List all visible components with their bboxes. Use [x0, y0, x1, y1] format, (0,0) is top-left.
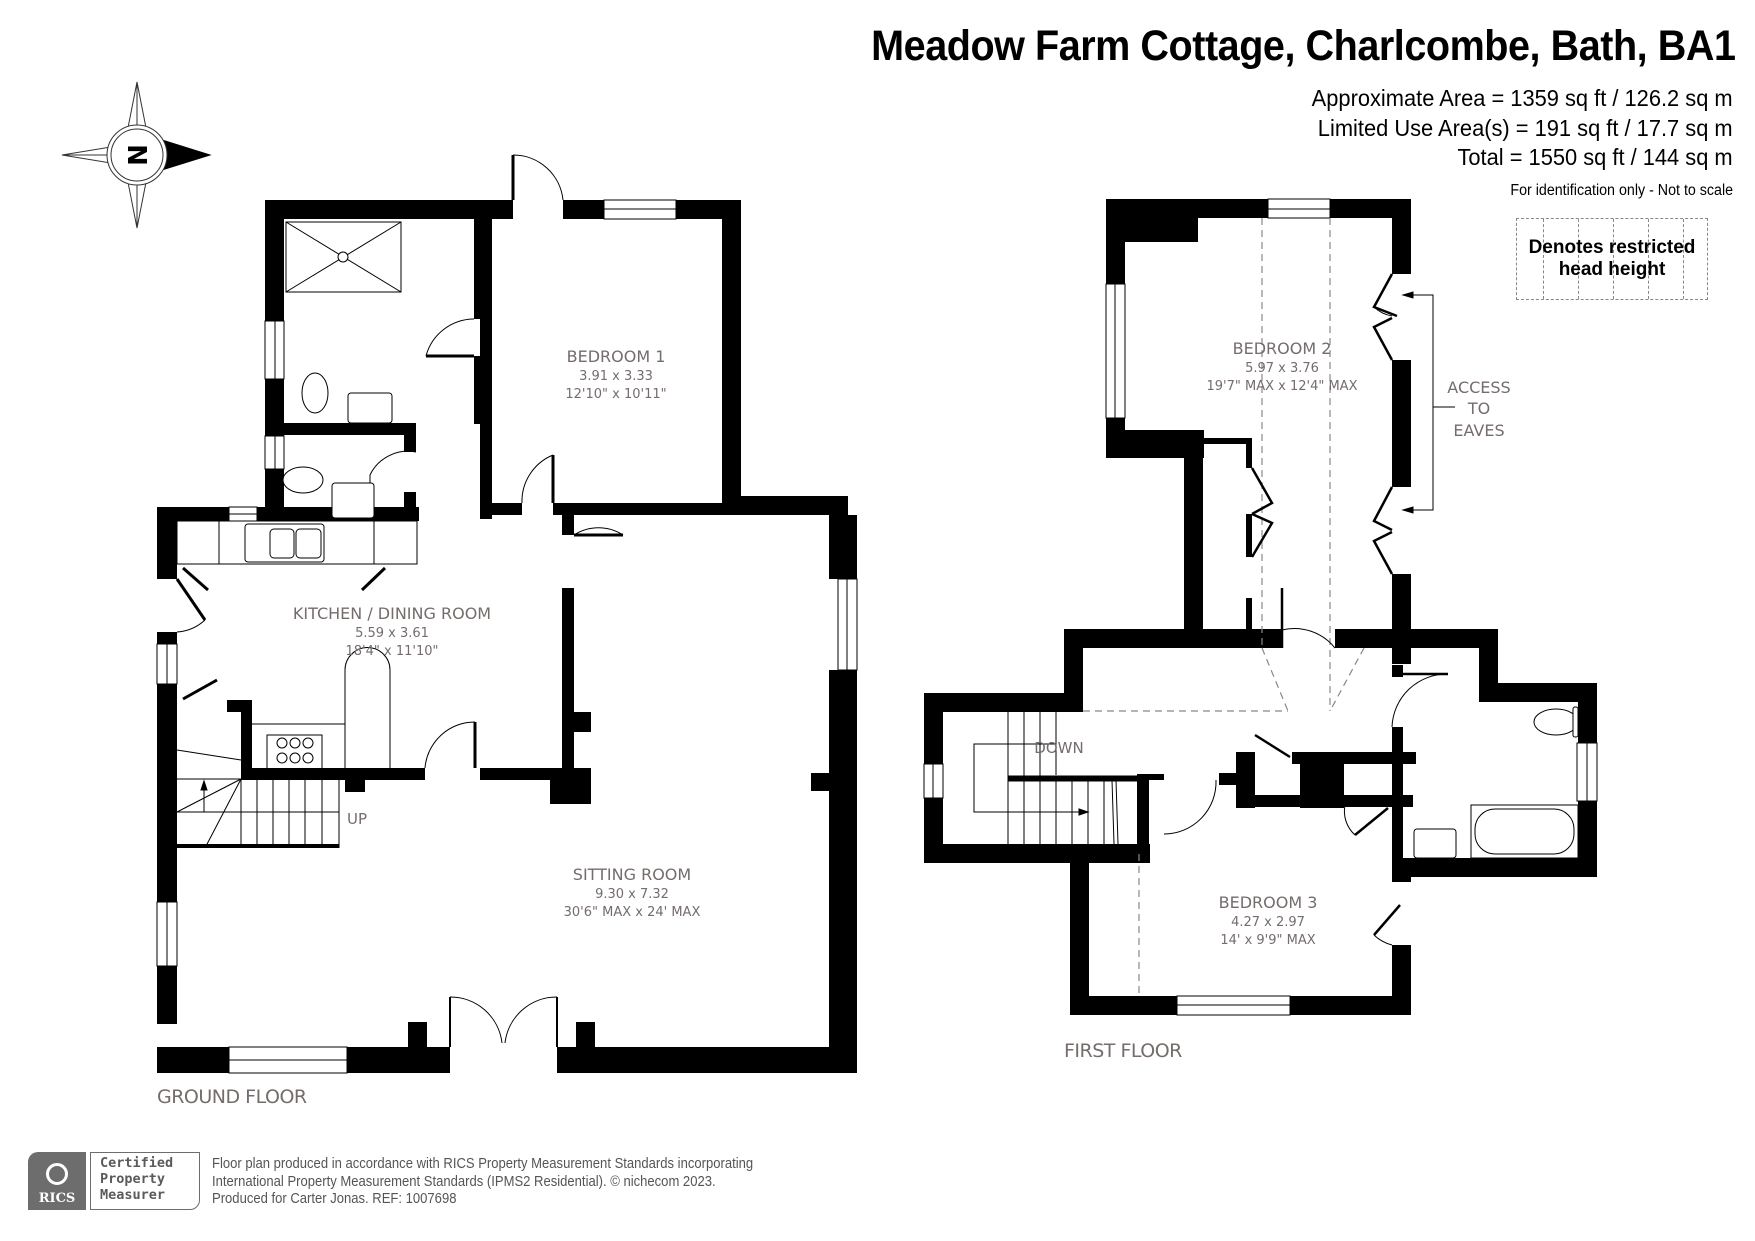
- sitting-room-name: SITTING ROOM: [573, 865, 691, 884]
- eaves-access-annotation: [1401, 291, 1455, 514]
- sink-icon: [244, 523, 325, 563]
- kitchen-imperial: 18'4" x 11'10": [346, 644, 439, 659]
- bedroom2-metric: 5.97 x 3.76: [1245, 361, 1319, 376]
- rics-lion-icon: [46, 1163, 68, 1185]
- sitting-room-metric: 9.30 x 7.32: [595, 887, 669, 902]
- kitchen-metric: 5.59 x 3.61: [355, 626, 429, 641]
- approximate-area: Approximate Area = 1359 sq ft / 126.2 sq…: [1312, 85, 1733, 111]
- limited-use-area: Limited Use Area(s) = 191 sq ft / 17.7 s…: [1318, 114, 1733, 141]
- first-floor-label: FIRST FLOOR: [1064, 1040, 1182, 1062]
- certified-measurer-badge: Certified Property Measurer: [90, 1152, 200, 1210]
- compass-rose-icon: N: [61, 81, 212, 229]
- eaves-line-2: TO: [1467, 399, 1490, 418]
- first-floor-stairs: [973, 712, 1138, 845]
- ground-floor-stairs: [176, 749, 340, 849]
- first-floor-doors: [1163, 273, 1449, 946]
- toilet-icon: [301, 372, 329, 414]
- ground-floor-labels: BEDROOM 1 3.91 x 3.33 12'10" x 10'11" KI…: [293, 347, 701, 920]
- basin-icon: [1413, 828, 1457, 859]
- stairs-down-label: DOWN: [1034, 739, 1083, 757]
- legend-line-1: Denotes restricted: [1528, 237, 1696, 258]
- bedroom3-name: BEDROOM 3: [1219, 893, 1318, 912]
- property-title: Meadow Farm Cottage, Charlcombe, Bath, B…: [870, 22, 1736, 70]
- toilet-icon: [1533, 708, 1579, 736]
- area-summary: Approximate Area = 1359 sq ft / 126.2 sq…: [1312, 84, 1733, 173]
- badge-line-3: Measurer: [100, 1187, 166, 1203]
- first-floor-labels: BEDROOM 2 5.97 x 3.76 19'7" MAX x 12'4" …: [1034, 339, 1510, 948]
- bedroom1-metric: 3.91 x 3.33: [579, 369, 653, 384]
- hob-icon: [266, 734, 323, 771]
- eaves-line-1: ACCESS: [1447, 378, 1510, 397]
- basin-icon: [331, 482, 375, 519]
- eaves-line-3: EAVES: [1453, 421, 1504, 440]
- ground-floor-walls: [157, 200, 857, 1073]
- bedroom2-imperial: 19'7" MAX x 12'4" MAX: [1207, 379, 1358, 394]
- ground-floor-doors: [175, 154, 624, 1047]
- footer-line-2: International Property Measurement Stand…: [212, 1173, 716, 1190]
- stairs-up-label: UP: [347, 810, 367, 828]
- total-area: Total = 1550 sq ft / 144 sq m: [1457, 144, 1733, 170]
- bedroom2-name: BEDROOM 2: [1233, 339, 1332, 358]
- kitchen-name: KITCHEN / DINING ROOM: [293, 604, 491, 623]
- footer-line-1: Floor plan produced in accordance with R…: [212, 1156, 754, 1172]
- footer: RICS Certified Property Measurer Floor p…: [28, 1152, 813, 1210]
- rics-org: RICS: [38, 1191, 76, 1206]
- badge-line-1: Certified: [100, 1155, 174, 1171]
- legend-line-2: head height: [1558, 259, 1666, 280]
- bedroom3-metric: 4.27 x 2.97: [1231, 915, 1305, 930]
- footer-line-3: Produced for Carter Jonas. REF: 1007698: [212, 1191, 457, 1207]
- basin-icon: [347, 392, 393, 424]
- restricted-height-lines: [1083, 218, 1365, 996]
- footer-statement: Floor plan produced in accordance with R…: [212, 1156, 753, 1209]
- bedroom1-imperial: 12'10" x 10'11": [565, 387, 666, 402]
- restricted-height-legend: Denotes restricted head height: [1516, 218, 1708, 300]
- scale-disclaimer: For identification only - Not to scale: [1510, 182, 1733, 199]
- sitting-room-imperial: 30'6" MAX x 24' MAX: [564, 905, 701, 920]
- badge-line-2: Property: [100, 1171, 166, 1187]
- bathroom-fixtures: [282, 221, 402, 519]
- toilet-icon: [282, 466, 324, 494]
- bedroom1-name: BEDROOM 1: [567, 347, 666, 366]
- first-floor-bathroom-fixtures: [1413, 706, 1579, 859]
- first-floor-windows: [923, 198, 1598, 1016]
- ground-floor-windows: [156, 199, 858, 1074]
- svg-text:N: N: [121, 144, 151, 166]
- ground-floor-label: GROUND FLOOR: [157, 1086, 307, 1108]
- bedroom3-imperial: 14' x 9'9" MAX: [1220, 933, 1315, 948]
- kitchen-fixtures: [176, 520, 418, 771]
- rics-logo: RICS: [28, 1152, 86, 1210]
